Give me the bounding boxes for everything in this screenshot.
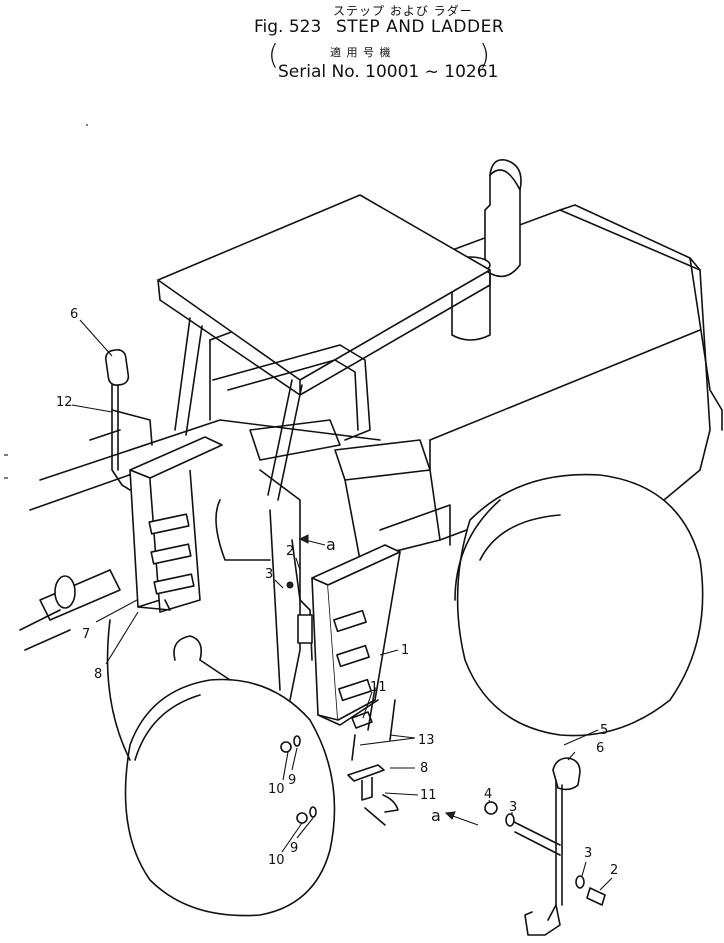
callout-5: 5 <box>600 723 608 738</box>
callout-3-lower: 3 <box>584 846 592 861</box>
figure-title: STEP AND LADDER <box>336 17 505 37</box>
left-ladder <box>129 436 223 613</box>
callout-6-right: 6 <box>596 741 604 756</box>
callout-8-right: 8 <box>420 761 428 776</box>
callout-10-upper: 10 <box>268 782 285 797</box>
canopy-roof <box>157 194 491 396</box>
view-a-label-lower: a <box>431 806 441 825</box>
callout-11-upper: 11 <box>370 680 387 695</box>
hydraulic-cylinder <box>19 569 121 651</box>
callout-8-left: 8 <box>94 667 102 682</box>
left-handrail <box>89 349 153 491</box>
view-a-label-upper: a <box>326 535 336 554</box>
callout-9-upper: 9 <box>288 773 296 788</box>
callout-9-lower: 9 <box>290 841 298 856</box>
applicable-serial-label-jp: 適 用 号 機 <box>330 46 392 59</box>
nuts-washers <box>280 735 317 824</box>
callout-4: 4 <box>484 787 492 802</box>
rear-wheel-right <box>454 473 704 737</box>
rops-frame <box>174 317 371 501</box>
leader-lines <box>71 319 613 891</box>
figure-number: Fig. 523 <box>254 17 322 37</box>
left-paren: ( <box>268 38 279 71</box>
ladder-fasteners <box>347 687 399 826</box>
callout-3-middle: 3 <box>509 800 517 815</box>
callout-12: 12 <box>56 395 73 410</box>
callout-10-lower: 10 <box>268 853 285 868</box>
callout-2-upper: 2 <box>286 544 294 559</box>
callout-13: 13 <box>418 733 435 748</box>
callout-7: 7 <box>82 627 90 642</box>
front-wheel-left <box>106 619 336 917</box>
right-handrail-assembly <box>484 757 606 936</box>
title-japanese: ステップ および ラダー <box>333 4 473 18</box>
callout-11-lower: 11 <box>420 788 437 803</box>
right-paren: ) <box>479 38 490 71</box>
exhaust-stack <box>449 158 522 341</box>
ladder-bracket <box>286 539 313 661</box>
front-ladder <box>311 544 401 726</box>
callout-2-lower: 2 <box>610 863 618 878</box>
callout-3-upper: 3 <box>265 567 273 582</box>
serial-range: Serial No. 10001 ~ 10261 <box>278 62 499 82</box>
callout-6-left: 6 <box>70 307 78 322</box>
callout-1: 1 <box>401 643 409 658</box>
